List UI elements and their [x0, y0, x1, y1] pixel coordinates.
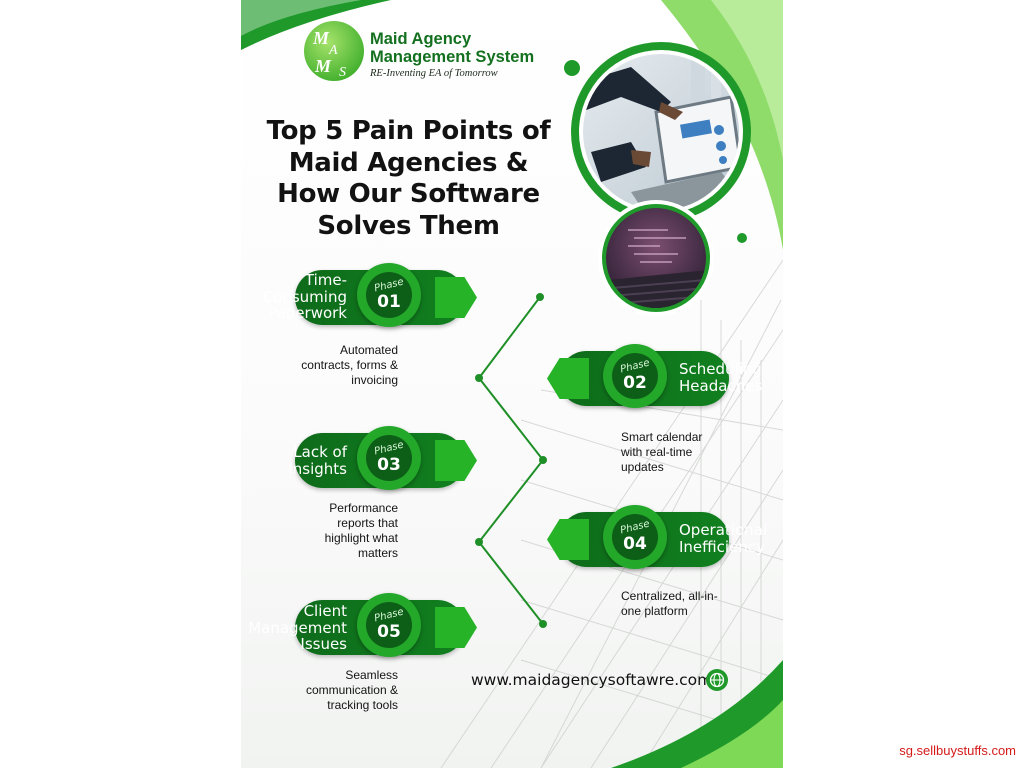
phase-01-card: Time- Consuming Paperwork Phase 01	[263, 263, 477, 327]
phase-01-title-line: Paperwork	[268, 304, 347, 322]
phase-05-title: Client Management Issues	[248, 603, 347, 653]
phase-01-title-line: Time-	[304, 271, 347, 289]
svg-text:M: M	[314, 56, 332, 76]
phase-03-description: Performance reports that highlight what …	[241, 501, 398, 561]
phase-04-title: Operational Inefficiency	[679, 522, 767, 555]
phase-04-card: Phase 04 Operational Inefficiency	[547, 505, 767, 569]
brand-name-line1: Maid Agency	[370, 30, 472, 48]
title-line3: How Our Software	[277, 179, 540, 209]
phase-03-desc-line: highlight what	[324, 531, 398, 545]
svg-text:M: M	[312, 28, 330, 48]
phase-05-description: Seamless communication & tracking tools	[241, 668, 398, 713]
phase-05-title-line: Client	[303, 602, 347, 620]
phase-01-title: Time- Consuming Paperwork	[263, 272, 347, 322]
phase-05-desc-line: tracking tools	[327, 698, 398, 712]
business-laptop-photo	[571, 42, 751, 222]
phase-01-number: 01	[377, 292, 401, 312]
phase-04-title-line: Inefficiency	[679, 537, 765, 556]
brand-name-line2: Management System	[370, 48, 535, 66]
phase-01-description: Automated contracts, forms & invoicing	[241, 343, 398, 388]
phase-01-desc-line: Automated	[339, 343, 398, 357]
phase-03-title-line: Lack of	[293, 443, 347, 461]
website-link[interactable]: www.maidagencysoftawre.com	[471, 671, 713, 689]
phase-02-desc-line: updates	[621, 460, 664, 474]
phase-04-description: Centralized, all-in- one platform	[621, 589, 751, 619]
phase-02-title-line: Headaches	[679, 376, 763, 395]
phase-03-badge: Phase 03	[357, 426, 421, 490]
phase-02-number: 02	[623, 373, 647, 393]
watermark: sg.sellbuystuffs.com	[899, 743, 1016, 758]
phase-04-badge: Phase 04	[603, 505, 667, 569]
phase-05-desc-line: Seamless	[345, 668, 398, 682]
phase-04-desc-line: one platform	[621, 604, 688, 618]
infographic-poster: M A M S Maid Agency Management System RE…	[241, 0, 783, 768]
decorative-shapes	[241, 0, 783, 768]
phase-01-desc-line: invoicing	[351, 373, 398, 387]
phase-03-desc-line: Performance	[329, 501, 398, 515]
phase-04-number: 04	[623, 534, 647, 554]
phase-02-title-line: Scheduling	[679, 360, 762, 378]
brand-tagline: RE-Inventing EA of Tomorrow	[370, 68, 498, 79]
phase-05-title-line: Issues	[300, 635, 347, 653]
phase-02-desc-line: with real-time	[621, 445, 693, 459]
page-title: Top 5 Pain Points of Maid Agencies & How…	[251, 116, 566, 242]
globe-icon[interactable]	[706, 669, 728, 691]
phase-05-desc-line: communication &	[305, 683, 398, 697]
phase-02-description: Smart calendar with real-time updates	[621, 430, 751, 475]
phase-04-title-line: Operational	[679, 521, 768, 539]
phase-01-desc-line: contracts, forms &	[301, 358, 398, 372]
phase-03-desc-line: reports that	[337, 516, 398, 530]
svg-text:A: A	[328, 43, 338, 58]
title-line2: Maid Agencies &	[288, 147, 529, 178]
phase-05-badge: Phase 05	[357, 593, 421, 657]
phase-02-badge: Phase 02	[603, 344, 667, 408]
phase-05-number: 05	[377, 622, 401, 642]
brand-name: Maid Agency Management System	[370, 30, 570, 66]
title-line1: Top 5 Pain Points of	[266, 116, 551, 146]
phase-02-desc-line: Smart calendar	[621, 430, 703, 444]
phase-04-desc-line: Centralized, all-in-	[621, 589, 718, 603]
phase-03-title-line: Insights	[288, 459, 347, 478]
phase-02-card: Phase 02 Scheduling Headaches	[547, 344, 762, 408]
phase-03-desc-line: matters	[357, 546, 398, 560]
title-line4: Solves Them	[317, 210, 500, 241]
phase-05-card: Client Management Issues Phase 05	[248, 593, 477, 657]
phase-05-title-line: Management	[248, 618, 347, 637]
phase-03-card: Lack of Insights Phase 03	[288, 426, 477, 490]
phase-03-title: Lack of Insights	[288, 444, 347, 477]
phase-02-title: Scheduling Headaches	[679, 361, 762, 394]
phase-01-title-line: Consuming	[262, 287, 347, 306]
phase-01-badge: Phase 01	[357, 263, 421, 327]
phase-03-number: 03	[377, 455, 401, 475]
svg-text:S: S	[339, 65, 346, 80]
code-screen-photo	[598, 200, 714, 316]
mams-logo-icon: M A M S	[304, 21, 364, 81]
